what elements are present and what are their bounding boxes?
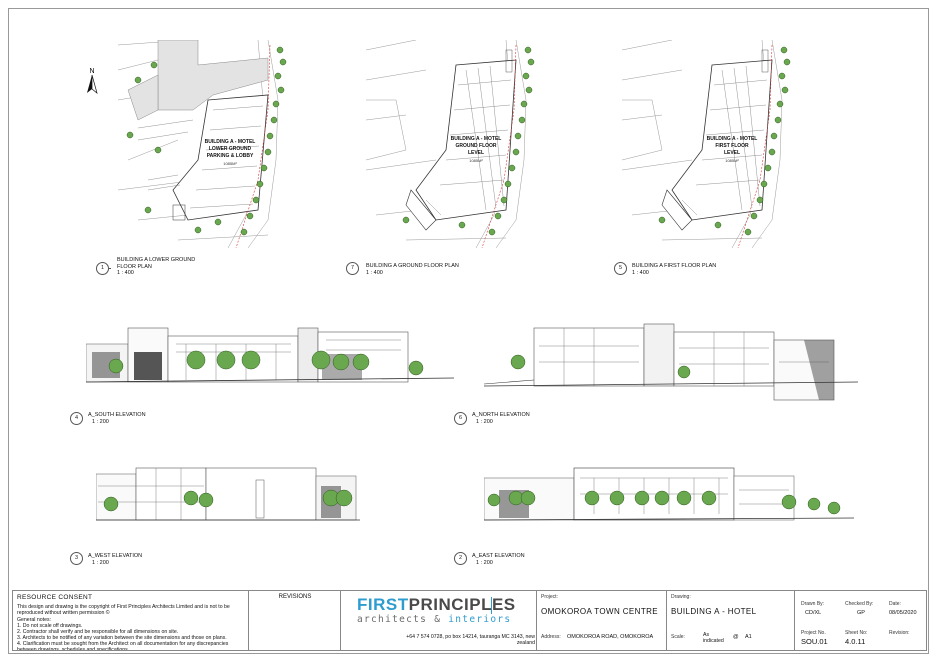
address-value: OMOKOROA ROAD, OMOKOROA [567,634,654,640]
address-label: Address: [541,634,561,640]
plan-lower-area: 1085M² [223,161,237,166]
caption-scale: 1 : 200 [476,419,493,425]
resource-consent-heading: RESOURCE CONSENT [17,594,93,601]
plan-lower-label-3: PARKING & LOBBY [207,153,254,159]
notes-heading: General notes: [17,617,52,623]
checked-by-value: GP [857,610,865,616]
title-block-revisions: REVISIONS [249,591,341,650]
plan-ground-label-3: LEVEL [468,150,484,156]
title-block: RESOURCE CONSENT This design and drawing… [12,590,927,651]
drawn-by-value: CD/XL [805,610,822,616]
project-name: OMOKOROA TOWN CENTRE [541,607,659,616]
caption-scale: 1 : 400 [366,270,383,276]
plan-first-label-1: BUILDING A - MOTEL [707,136,758,142]
date-label: Date: [889,601,901,607]
logo-architects: architects & [357,614,449,625]
note-item: 3. Architects to be notified of any vari… [17,635,227,641]
note-item: 1. Do not scale off drawings. [17,623,83,629]
caption-title: A_WEST ELEVATION [88,553,143,559]
caption-number: 1 [96,262,109,275]
note-item: 2. Contractor shall verify and be respon… [17,629,179,635]
caption-number: 6 [454,412,467,425]
north-elevation-drawing [484,322,858,404]
plan-lower-ground-drawing: BUILDING A - MOTEL LOWER GROUND PARKING … [118,40,290,248]
sheet-size: A1 [745,634,752,640]
sheet-no-label: Sheet No: [845,630,868,636]
contact-details: +64 7 574 0728, po box 14214, tauranga M… [406,634,535,646]
logo-tagline: architects & interiors [357,614,511,625]
caption-scale: 1 : 400 [117,270,134,276]
west-elevation-drawing [96,464,360,522]
caption-title: BUILDING A LOWER GROUND FLOOR PLAN [117,257,196,270]
title-block-drawing: Drawing: BUILDING A - HOTEL Scale: As in… [667,591,795,650]
plan-lower-label-1: BUILDING A - MOTEL [205,139,256,145]
caption-number: 2 [454,552,467,565]
title-block-meta: Drawn By: CD/XL Checked By: GP Date: 08/… [795,591,926,650]
plan-ground-floor-drawing: BUILDING A - MOTEL GROUND FLOOR LEVEL 10… [366,40,538,248]
scale-value: As indicated [703,632,724,644]
drawing-label: Drawing: [671,594,691,600]
title-block-project: Project: OMOKOROA TOWN CENTRE Address: O… [537,591,667,650]
caption-title: A_NORTH ELEVATION [472,412,530,418]
plan-lower-label-2: LOWER GROUND [209,146,252,152]
checked-by-label: Checked By: [845,601,874,607]
drawn-by-label: Drawn By: [801,601,825,607]
plan-first-floor-drawing: BUILDING A - MOTEL FIRST FLOOR LEVEL 108… [622,40,794,248]
logo-interiors: interiors [448,614,512,625]
caption-scale: 1 : 400 [632,270,649,276]
south-elevation-drawing [86,322,454,384]
north-arrow-icon: N [84,66,100,98]
revisions-heading: REVISIONS [278,594,312,600]
plan-ground-label-1: BUILDING A - MOTEL [451,136,502,142]
note-item: 4. Clarification must be sought from the… [17,641,229,650]
caption-number: 5 [614,262,627,275]
caption-number: 3 [70,552,83,565]
copyright-text: This design and drawing is the copyright… [17,604,230,616]
caption-number: 4 [70,412,83,425]
sheet-border [8,8,929,654]
logo-first: FIRST [357,595,409,614]
plan-first-label-3: LEVEL [724,150,740,156]
caption-scale: 1 : 200 [476,560,493,566]
caption-title: BUILDING A GROUND FLOOR PLAN [366,263,459,269]
caption-scale: 1 : 200 [92,419,109,425]
project-no-label: Project No. [801,630,826,636]
scale-at: @ [733,634,739,640]
north-label: N [89,68,94,75]
title-block-notes: RESOURCE CONSENT This design and drawing… [13,591,249,650]
caption-title: A_SOUTH ELEVATION [88,412,146,418]
logo-principles: PRINCIPLES [408,595,516,614]
date-value: 08/05/2020 [889,610,917,616]
caption-title: A_EAST ELEVATION [472,553,525,559]
revision-label: Revision: [889,630,910,636]
company-logo: FIRSTPRINCIPLES [357,595,516,615]
caption-number: 7 [346,262,359,275]
east-elevation-drawing [484,464,854,522]
caption-title: BUILDING A FIRST FLOOR PLAN [632,263,717,269]
project-no-value: SOU.01 [801,637,828,646]
caption-scale: 1 : 200 [92,560,109,566]
plan-ground-label-2: GROUND FLOOR [455,143,496,149]
plan-ground-area: 1085M² [469,158,483,163]
drawing-name: BUILDING A - HOTEL [671,607,757,616]
sheet-no-value: 4.0.11 [845,637,866,646]
plan-first-area: 1085M² [725,158,739,163]
project-label: Project: [541,594,558,600]
plan-first-label-2: FIRST FLOOR [715,143,749,149]
scale-label: Scale: [671,634,685,640]
title-block-logo: FIRSTPRINCIPLES architects & interiors +… [341,591,537,650]
